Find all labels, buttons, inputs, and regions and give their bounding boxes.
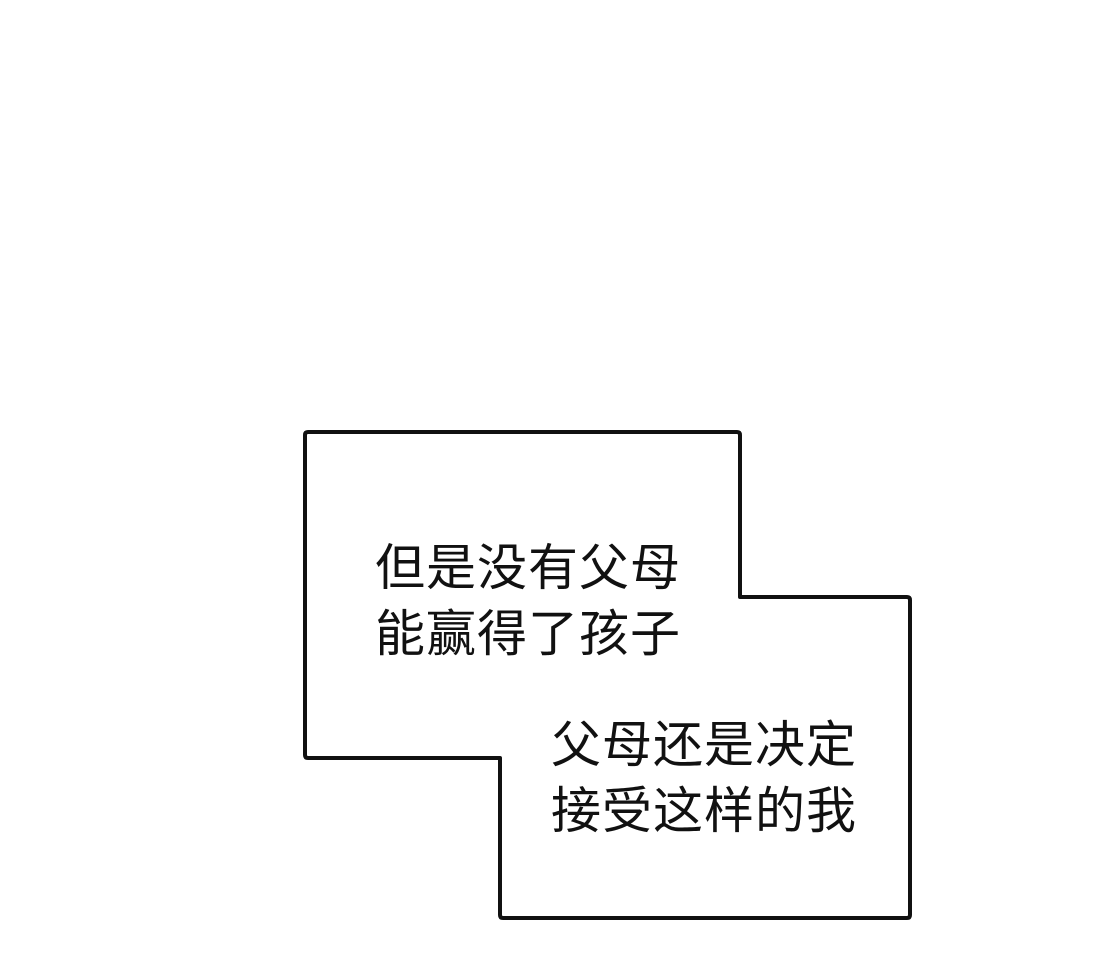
- caption-text-2: 父母还是决定 接受这样的我: [551, 712, 857, 844]
- caption-line: 能赢得了孩子: [375, 605, 681, 663]
- caption-line: 父母还是决定: [551, 716, 857, 774]
- caption-line: 接受这样的我: [551, 782, 857, 840]
- caption-line: 但是没有父母: [375, 539, 681, 597]
- caption-text-1: 但是没有父母 能赢得了孩子: [375, 535, 681, 667]
